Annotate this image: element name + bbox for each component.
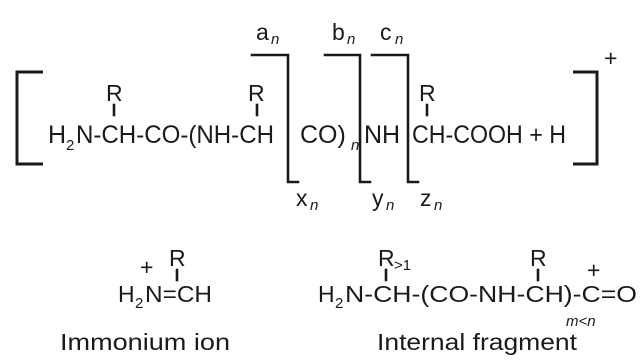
- immonium-r: R: [169, 245, 186, 271]
- right-outer-bracket: [573, 70, 599, 166]
- overall-charge: +: [604, 45, 617, 71]
- c-z-cleavage-line: [370, 53, 420, 184]
- label-x-subscript: n: [310, 197, 318, 214]
- internal-charge: +: [587, 257, 600, 283]
- label-y: y: [372, 185, 384, 211]
- immonium-formula-h: H: [118, 281, 135, 307]
- internal-m-less-than-n: m<n: [566, 313, 596, 330]
- amide-nh: NH: [364, 121, 400, 149]
- label-b: b: [332, 19, 345, 45]
- label-a-subscript: n: [271, 31, 279, 48]
- internal-caption: Internal fragment: [377, 329, 578, 355]
- label-x: x: [296, 185, 308, 211]
- internal-r2: R: [530, 245, 547, 271]
- c-terminal-segment: CH-COOH + H: [412, 121, 566, 149]
- left-outer-bracket: [15, 70, 43, 166]
- repeat-subscript-n: n: [351, 137, 359, 154]
- internal-r1: R: [378, 245, 395, 271]
- immonium-formula-subscript: 2: [135, 295, 143, 312]
- r-substituent-3: R: [419, 80, 436, 106]
- label-y-subscript: n: [386, 197, 394, 214]
- internal-formula: N-CH-(CO-NH-CH)-C=O: [345, 281, 637, 307]
- carbonyl-repeat: CO): [300, 121, 346, 149]
- label-a: a: [256, 19, 269, 45]
- r-substituent-1: R: [106, 80, 123, 106]
- label-c-subscript: n: [395, 31, 403, 48]
- r-substituent-2: R: [248, 80, 265, 106]
- label-c: c: [380, 19, 392, 45]
- a-x-cleavage-line: [250, 53, 300, 184]
- main-formula-h-subscript: 2: [66, 137, 74, 154]
- label-b-subscript: n: [347, 31, 355, 48]
- internal-formula-h: H: [318, 281, 335, 307]
- immonium-charge: +: [140, 254, 153, 280]
- immonium-caption: Immonium ion: [60, 329, 230, 355]
- main-formula-h: H: [48, 121, 66, 149]
- label-z: z: [420, 185, 432, 211]
- internal-formula-subscript: 2: [335, 295, 343, 312]
- b-y-cleavage-line: [323, 53, 372, 184]
- main-formula-segment: N-CH-CO-(NH-CH: [76, 121, 274, 149]
- label-z-subscript: n: [434, 197, 442, 214]
- immonium-formula: N=CH: [145, 281, 212, 307]
- internal-r1-subscript: >1: [394, 257, 411, 274]
